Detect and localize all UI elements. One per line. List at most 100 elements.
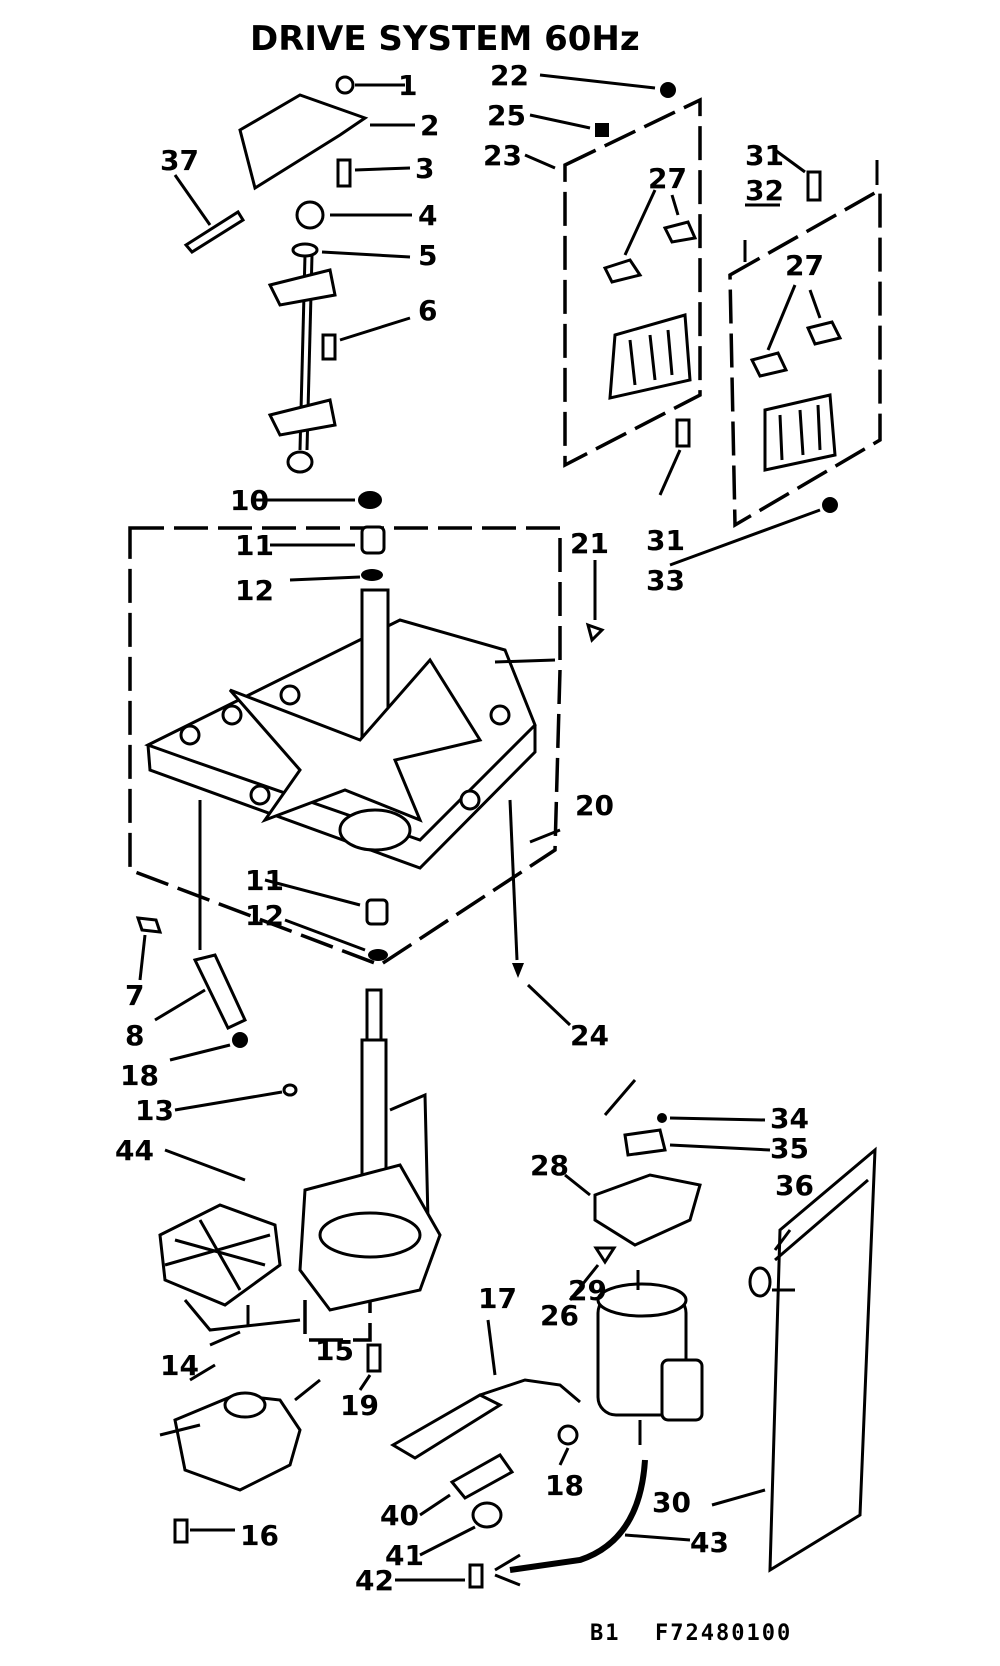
part-3-bolt: [336, 158, 352, 188]
callout-42: 42: [355, 1564, 394, 1597]
callout-40: 40: [380, 1499, 419, 1532]
callout-18-left: 18: [120, 1059, 159, 1092]
part-6-screw: [321, 333, 337, 361]
part-41-clamp: [471, 1501, 503, 1529]
callout-17: 17: [478, 1282, 517, 1315]
part-25-nut: [595, 123, 609, 137]
callout-20: 20: [575, 789, 614, 822]
part-28-bracket: [593, 1173, 702, 1247]
part-1-nut: [335, 75, 355, 95]
callout-26: 26: [540, 1299, 579, 1332]
part-spider-frame: [228, 657, 483, 824]
callout-21: 21: [570, 527, 609, 560]
callout-31-bottom: 31: [646, 524, 685, 557]
part-hub: [338, 808, 412, 852]
top-bracket-assembly: [173, 75, 415, 474]
callout-27-right: 27: [785, 249, 824, 282]
part-11-bushing: [360, 525, 386, 555]
footer-code: B1: [590, 1621, 621, 1646]
callout-27-top: 27: [648, 162, 687, 195]
part-17-hose: [390, 1393, 504, 1460]
callout-15: 15: [315, 1334, 354, 1367]
callout-29: 29: [568, 1274, 607, 1307]
motor-assembly: [390, 1079, 877, 1589]
callout-5: 5: [418, 239, 437, 272]
part-33-nut: [822, 497, 838, 513]
kit-23-panel: [524, 73, 702, 496]
callout-36: 36: [775, 1169, 814, 1202]
callout-8: 8: [125, 1019, 144, 1052]
callout-37: 37: [160, 144, 199, 177]
callout-34: 34: [770, 1102, 809, 1135]
callout-1: 1: [398, 69, 417, 102]
callout-7: 7: [125, 979, 144, 1012]
transmission-assembly: [158, 988, 442, 1544]
part-10-seal: [358, 491, 382, 509]
part-13-bolt: [282, 1083, 298, 1097]
part-31-bolt-lower: [675, 418, 691, 448]
part-21-clip: [585, 622, 605, 643]
part-27-clip-d: [805, 320, 843, 346]
callout-28: 28: [530, 1149, 569, 1182]
callout-12: 12: [235, 574, 274, 607]
part-40-tube: [449, 1453, 515, 1500]
callout-6: 6: [418, 294, 437, 327]
callout-12-lower: 12: [245, 899, 284, 932]
callout-14: 14: [160, 1349, 199, 1382]
callout-41: 41: [385, 1539, 424, 1572]
callout-11: 11: [235, 529, 274, 562]
callout-33: 33: [646, 564, 685, 597]
part-12-washer-lower: [368, 949, 388, 961]
diagram-title: DRIVE SYSTEM 60Hz: [250, 19, 640, 59]
part-7-pin: [135, 916, 163, 934]
part-35-mount: [623, 1128, 667, 1157]
part-18-nut-right: [557, 1424, 579, 1446]
part-shaft-end: [286, 450, 314, 474]
callout-18-right: 18: [545, 1469, 584, 1502]
callout-44: 44: [115, 1134, 154, 1167]
part-37-strap: [183, 209, 246, 254]
part-4-grommet: [295, 200, 325, 230]
callout-43: 43: [690, 1526, 729, 1559]
callout-11-lower: 11: [245, 864, 284, 897]
callout-10: 10: [230, 484, 269, 517]
kit-32-panel: [669, 148, 882, 567]
callout-30: 30: [652, 1486, 691, 1519]
part-8-link: [192, 953, 247, 1030]
footer-part-number: F72480100: [655, 1621, 792, 1646]
callout-4: 4: [418, 199, 437, 232]
part-34-washer: [657, 1113, 667, 1123]
callout-22: 22: [490, 59, 529, 92]
part-27-clip-b: [662, 220, 698, 244]
part-5-cap: [291, 242, 319, 258]
part-upper-clip: [267, 268, 337, 307]
part-24-fastener: [512, 963, 524, 978]
part-30-cover-panel: [768, 1146, 877, 1573]
part-26-clip: [593, 1246, 617, 1265]
part-2-bracket: [238, 93, 369, 191]
callout-23: 23: [483, 139, 522, 172]
part-31-bolt-upper: [806, 170, 822, 202]
part-19-screw: [366, 1343, 382, 1373]
callout-3: 3: [415, 152, 434, 185]
base-plate-assembly: [128, 491, 605, 1062]
callout-31-top: 31: [745, 139, 784, 172]
part-12-washer: [361, 569, 383, 581]
callout-13: 13: [135, 1094, 174, 1127]
part-lower-clip: [267, 398, 337, 437]
part-42-screw: [468, 1563, 484, 1589]
callout-19: 19: [340, 1389, 379, 1422]
part-27-clip-a: [602, 258, 643, 284]
callout-16: 16: [240, 1519, 279, 1552]
callout-32: 32: [745, 174, 784, 207]
part-27-clip-c: [749, 351, 789, 378]
part-shaft-top: [365, 988, 383, 1042]
callout-25: 25: [487, 99, 526, 132]
part-16-screw: [173, 1518, 189, 1544]
callout-24: 24: [570, 1019, 609, 1052]
callout-35: 35: [770, 1132, 809, 1165]
part-kit-23-bracket: [608, 313, 692, 400]
part-11-bushing-lower: [365, 898, 389, 926]
callout-2: 2: [420, 109, 439, 142]
